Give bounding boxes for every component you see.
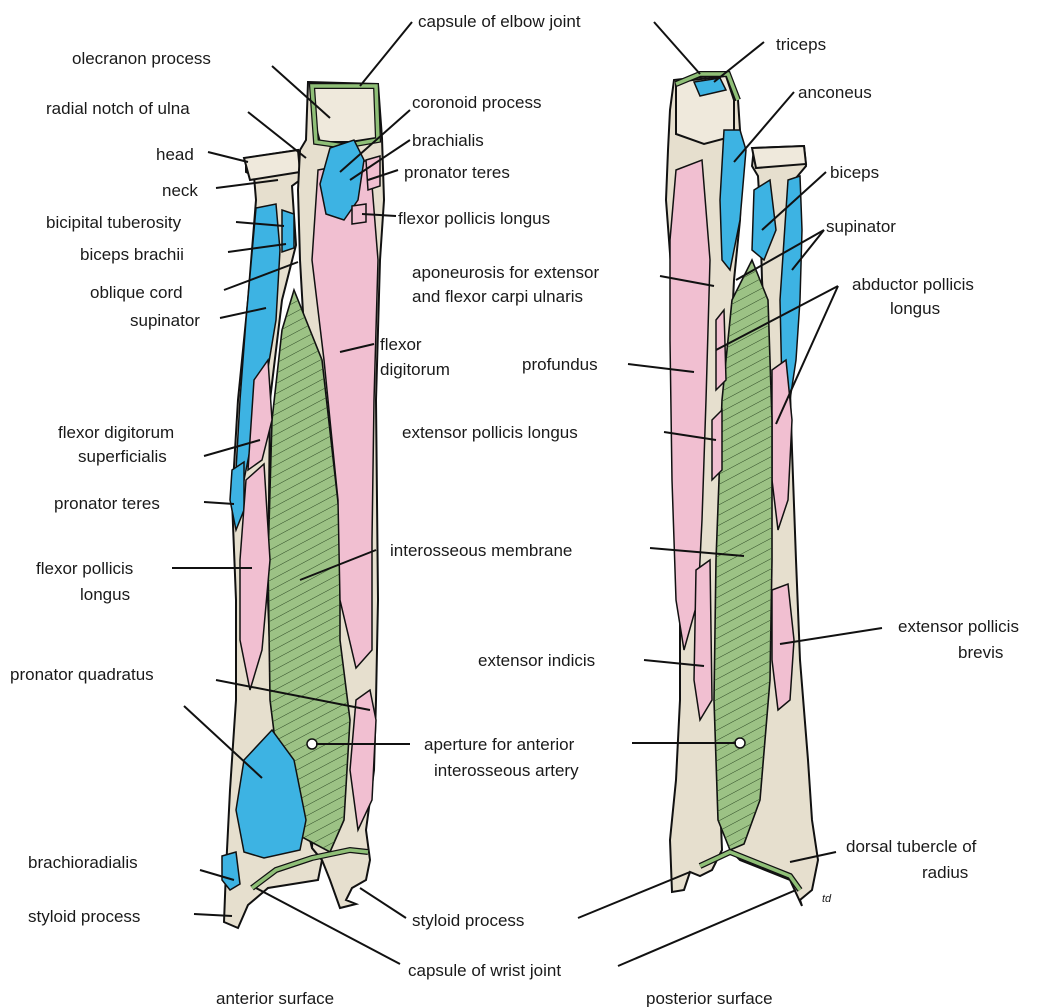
label-biceps-brachii: biceps brachii <box>80 245 184 264</box>
label-brachialis: brachialis <box>412 131 484 150</box>
label-triceps: triceps <box>776 35 826 54</box>
label-pronator-teres-top: pronator teres <box>404 163 510 182</box>
label-capsule-wrist: capsule of wrist joint <box>408 961 561 980</box>
label-head: head <box>156 145 194 164</box>
label-apl-1: abductor pollicis <box>852 275 974 294</box>
label-styloid-center: styloid process <box>412 911 524 930</box>
label-dorsal-tubercle-1: dorsal tubercle of <box>846 837 977 856</box>
label-coronoid: coronoid process <box>412 93 541 112</box>
label-extensor-indicis: extensor indicis <box>478 651 595 670</box>
label-aperture-2: interosseous artery <box>434 761 579 780</box>
label-biceps: biceps <box>830 163 879 182</box>
label-bicipital-tuberosity: bicipital tuberosity <box>46 213 182 232</box>
posterior-aperture-hole <box>735 738 745 748</box>
label-epb-1: extensor pollicis <box>898 617 1019 636</box>
labels: capsule of elbow joint olecranon process… <box>10 12 1019 1007</box>
label-olecranon: olecranon process <box>72 49 211 68</box>
label-epb-2: brevis <box>958 643 1003 662</box>
label-dorsal-tubercle-2: radius <box>922 863 968 882</box>
label-supinator-left: supinator <box>130 311 200 330</box>
label-flexor-digitorum-2: digitorum <box>380 360 450 379</box>
anterior-brachioradialis <box>222 852 240 890</box>
posterior-epl <box>712 410 722 480</box>
label-epl: extensor pollicis longus <box>402 423 578 442</box>
label-supinator-right: supinator <box>826 217 896 236</box>
label-fds-1: flexor digitorum <box>58 423 174 442</box>
label-apl-2: longus <box>890 299 940 318</box>
label-aponeurosis-1: aponeurosis for extensor <box>412 263 599 282</box>
label-interosseous: interosseous membrane <box>390 541 572 560</box>
anterior-biceps-brachii <box>282 210 294 252</box>
label-oblique-cord: oblique cord <box>90 283 183 302</box>
posterior-extensor-indicis <box>694 560 712 720</box>
label-aperture-1: aperture for anterior <box>424 735 575 754</box>
label-fpl-left-2: longus <box>80 585 130 604</box>
posterior-radial-head <box>752 146 806 168</box>
label-posterior-surface: posterior surface <box>646 989 773 1007</box>
label-fpl-left-1: flexor pollicis <box>36 559 133 578</box>
label-profundus: profundus <box>522 355 598 374</box>
label-capsule-elbow: capsule of elbow joint <box>418 12 581 31</box>
label-styloid-left: styloid process <box>28 907 140 926</box>
anterior-view <box>222 82 384 928</box>
label-anconeus: anconeus <box>798 83 872 102</box>
label-pronator-quadratus: pronator quadratus <box>10 665 154 684</box>
label-aponeurosis-2: and flexor carpi ulnaris <box>412 287 583 306</box>
label-flexor-digitorum-1: flexor <box>380 335 422 354</box>
artist-signature: td <box>822 893 832 905</box>
label-radial-notch: radial notch of ulna <box>46 99 190 118</box>
label-neck: neck <box>162 181 198 200</box>
anterior-olecranon <box>312 84 376 142</box>
label-fds-2: superficialis <box>78 447 167 466</box>
label-brachioradialis: brachioradialis <box>28 853 138 872</box>
posterior-epb <box>772 584 794 710</box>
posterior-anconeus <box>720 130 746 270</box>
label-anterior-surface: anterior surface <box>216 989 334 1007</box>
anterior-aperture-hole <box>307 739 317 749</box>
label-fpl-top: flexor pollicis longus <box>398 209 550 228</box>
label-pronator-teres-left: pronator teres <box>54 494 160 513</box>
